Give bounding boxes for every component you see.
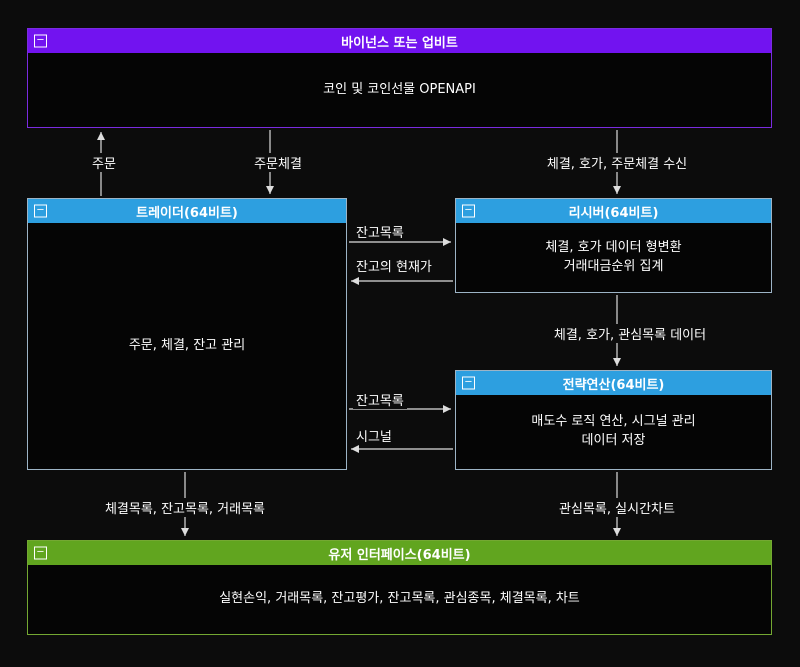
node-trader[interactable]: − 트레이더(64비트) 주문, 체결, 잔고 관리 [27,198,347,470]
edge-label-exchange-to-receiver: 체결, 호가, 주문체결 수신 [543,153,691,172]
node-exchange-header[interactable]: − 바이넌스 또는 업비트 [28,29,771,53]
edge-label-balance-current-price: 잔고의 현재가 [353,256,435,275]
edge-label-trader-to-ui: 체결목록, 잔고목록, 거래목록 [101,498,269,517]
minimize-button[interactable]: − [34,34,47,48]
node-receiver[interactable]: − 리시버(64비트) 체결, 호가 데이터 형변환 거래대금순위 집계 [455,198,772,293]
node-title: 전략연산(64비트) [562,377,665,393]
minimize-button[interactable]: − [34,204,47,218]
edge-label-balance-list-to-receiver: 잔고목록 [353,222,407,241]
node-user-interface[interactable]: − 유저 인터페이스(64비트) 실현손익, 거래목록, 잔고평가, 잔고목록,… [27,540,772,635]
edge-label-strategy-to-ui: 관심목록, 실시간차트 [556,498,678,517]
node-title: 트레이더(64비트) [136,205,238,221]
node-title: 리시버(64비트) [568,205,659,221]
node-body-text: 주문, 체결, 잔고 관리 [128,337,246,353]
minimize-button[interactable]: − [462,204,475,218]
edge-label-order: 주문 [89,153,119,172]
node-title: 유저 인터페이스(64비트) [328,547,471,563]
node-body-text: 실현손익, 거래목록, 잔고평가, 잔고목록, 관심종목, 체결목록, 차트 [219,591,580,607]
node-body-text: 데이터 저장 [581,433,646,448]
edge-label-balance-list-to-strategy: 잔고목록 [353,390,407,409]
node-exchange[interactable]: − 바이넌스 또는 업비트 코인 및 코인선물 OPENAPI [27,28,772,128]
node-strategy-header[interactable]: − 전략연산(64비트) [456,371,771,395]
edge-label-signal: 시그널 [353,426,395,445]
minimize-button[interactable]: − [462,376,475,390]
node-strategy[interactable]: − 전략연산(64비트) 매도수 로직 연산, 시그널 관리 데이터 저장 [455,370,772,470]
node-body-text: 매도수 로직 연산, 시그널 관리 [531,414,696,430]
node-body-text: 코인 및 코인선물 OPENAPI [323,81,476,97]
minimize-button[interactable]: − [34,546,47,560]
node-trader-header[interactable]: − 트레이더(64비트) [28,199,346,223]
node-title: 바이넌스 또는 업비트 [341,35,458,51]
node-receiver-header[interactable]: − 리시버(64비트) [456,199,771,223]
node-body-text: 거래대금순위 집계 [563,258,664,274]
edge-label-order-fill: 주문체결 [251,153,305,172]
node-body-text: 체결, 호가 데이터 형변환 [545,239,682,255]
node-user-interface-header[interactable]: − 유저 인터페이스(64비트) [28,541,771,565]
edge-label-receiver-to-strategy: 체결, 호가, 관심목록 데이터 [550,324,710,343]
